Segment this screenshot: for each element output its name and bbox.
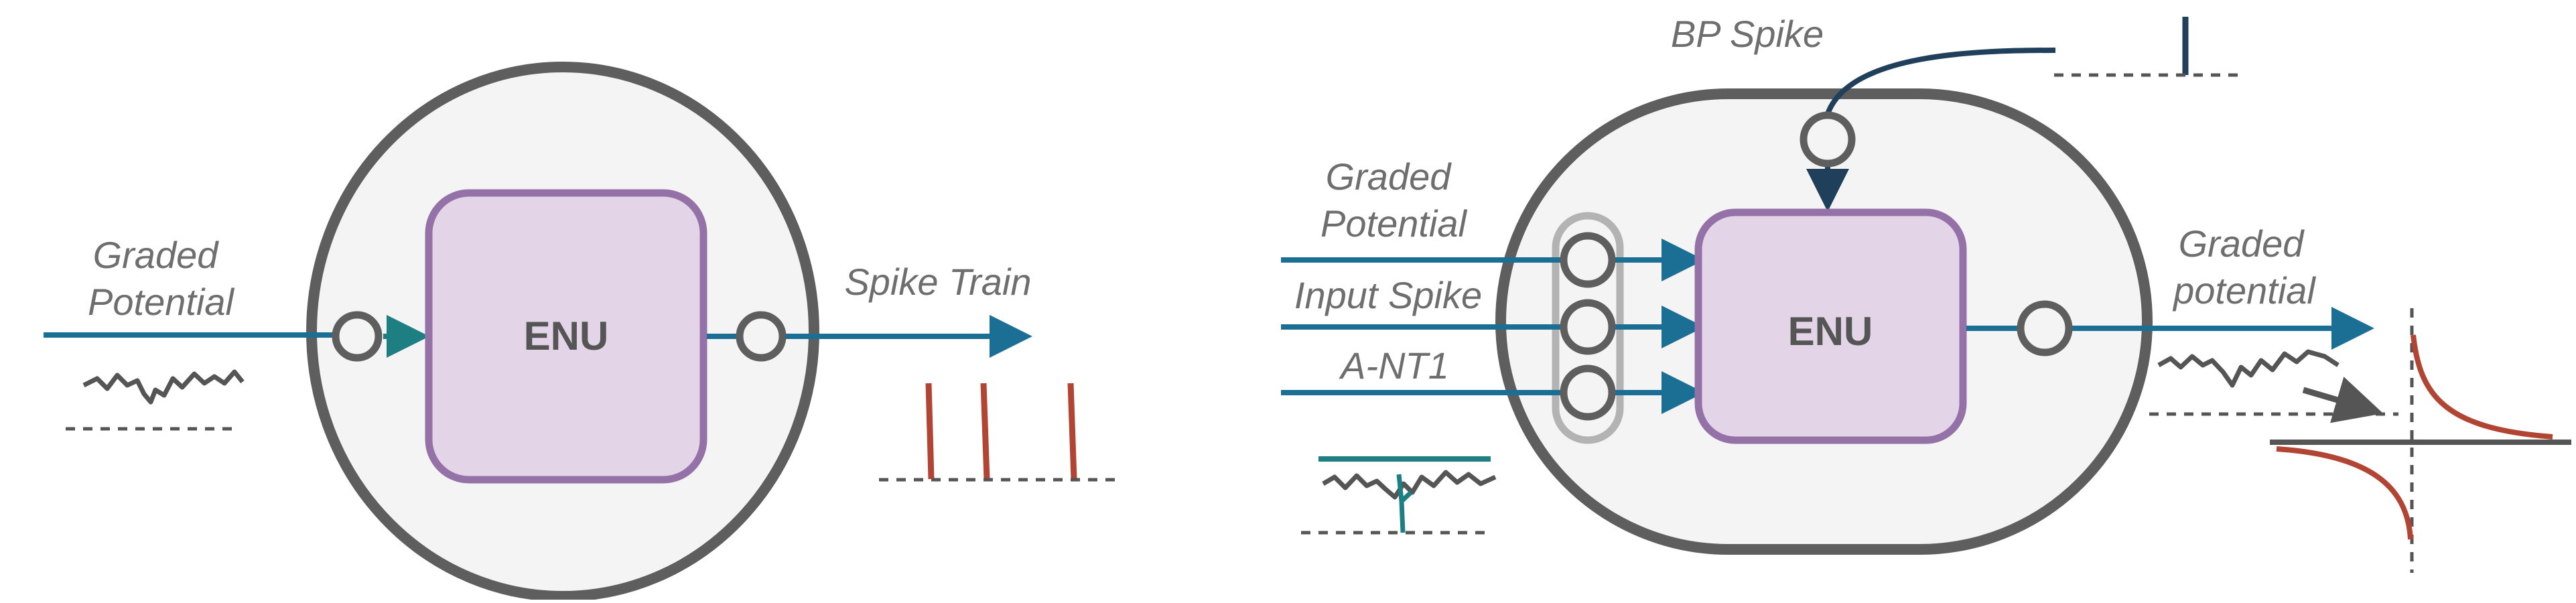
left-input-node [332,311,383,362]
left-spike-3 [1067,383,1077,480]
right-enu-box [1694,208,1967,444]
right-output-waveform [2157,349,2340,388]
left-spike-2 [980,383,990,480]
left-graded-waveform [82,369,245,405]
right-output-label-line2: potential [2172,269,2316,312]
input-spike-label: Input Spike [1294,274,1482,316]
input-spike-node [1560,299,1616,355]
ant1-label: A-NT1 [1339,344,1449,387]
left-spike-train-label: Spike Train [844,261,1031,303]
left-neuron-diagram: ENU Graded Potential Spike Train [44,62,1115,602]
left-graded-potential-label-line2: Potential [88,281,234,323]
graded-input-node [1560,232,1616,288]
ant1-input-node [1560,364,1616,421]
left-enu-box [425,189,707,484]
left-enu-label: ENU [524,314,609,358]
decay-indicator-arrow [2302,377,2384,423]
bp-spike-curve [1825,48,2056,115]
ant1-spike-mark [1396,474,1413,533]
right-output-node [2017,300,2073,356]
right-neuron-diagram: BP Spike ENU Graded Potential Input Spik… [1281,13,2571,573]
ant1-waveform [1322,470,1497,500]
left-output-node [736,311,787,362]
bp-spike-label: BP Spike [1671,13,1824,55]
plasticity-depression-curve [2276,446,2413,540]
bp-input-node [1800,111,1856,168]
right-graded-potential-label-line1: Graded [1326,155,1452,198]
right-output-label-line1: Graded [2179,222,2305,265]
right-enu-label: ENU [1788,309,1873,354]
right-graded-potential-label-line2: Potential [1320,202,1467,245]
left-spike-1 [925,383,935,480]
plasticity-potentiation-curve [2411,334,2553,440]
left-graded-potential-label-line1: Graded [93,234,220,276]
